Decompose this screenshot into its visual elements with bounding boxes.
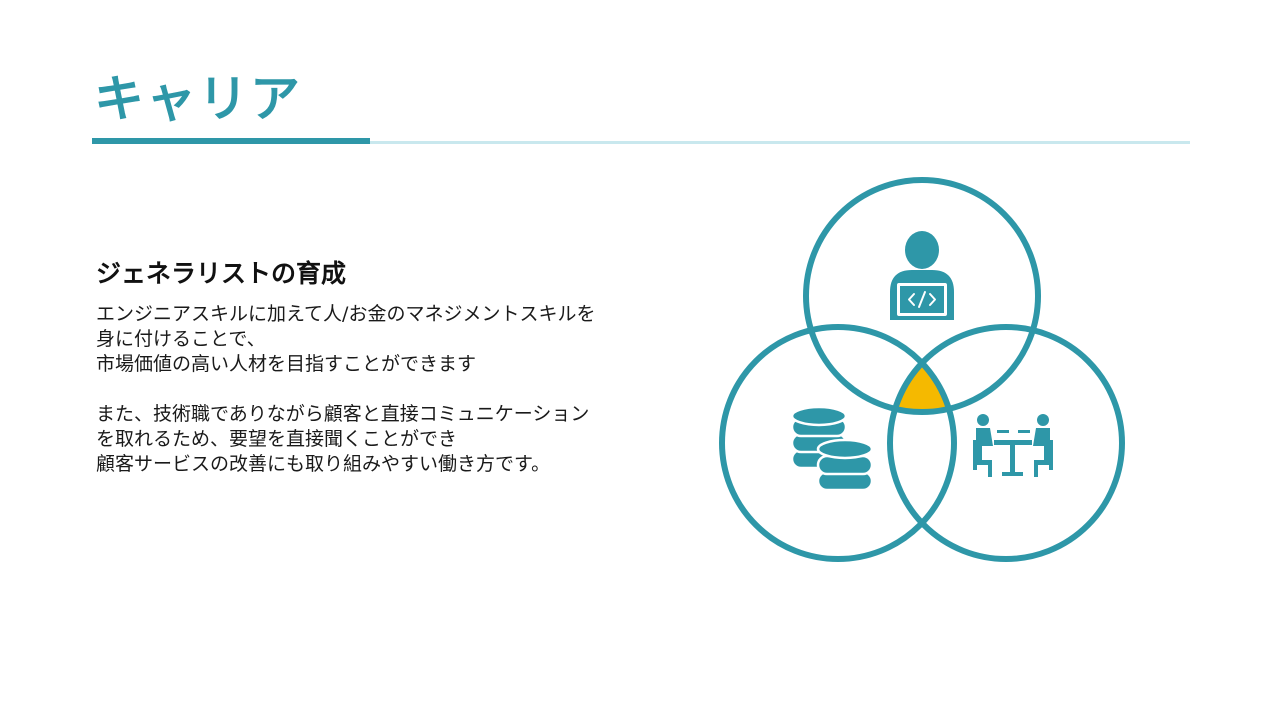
title-underline-rule <box>370 141 1190 144</box>
paragraph-line: を取れるため、要望を直接聞くことができ <box>96 428 458 450</box>
venn-diagram <box>719 177 1125 562</box>
meeting-table-icon <box>973 414 1053 477</box>
paragraph-customer: また、技術職でありながら顧客と直接コミュニケーション を取れるため、要望を直接聞… <box>96 402 696 477</box>
paragraph-line: 身に付けることで、 <box>96 328 266 350</box>
section-heading: ジェネラリストの育成 <box>96 259 347 288</box>
content-block: ジェネラリストの育成 エンジニアスキルに加えて人/お金のマネジメントスキルを 身… <box>96 254 696 477</box>
paragraph-line: 市場価値の高い人材を目指すことができます <box>96 353 477 375</box>
engineer-laptop-icon <box>890 231 954 320</box>
paragraph-line: 顧客サービスの改善にも取り組みやすい働き方です。 <box>96 453 551 475</box>
paragraph-line: エンジニアスキルに加えて人/お金のマネジメントスキルを <box>96 303 596 325</box>
paragraph-line: また、技術職でありながら顧客と直接コミュニケーション <box>96 403 590 425</box>
title-underline-accent <box>92 138 370 144</box>
slide-title: キャリア <box>94 70 302 128</box>
paragraph-skills: エンジニアスキルに加えて人/お金のマネジメントスキルを 身に付けることで、 市場… <box>96 302 696 377</box>
venn-circle-bottom-left <box>719 324 957 562</box>
venn-circle-bottom-right <box>887 324 1125 562</box>
venn-circle-top <box>803 177 1041 415</box>
coins-stack-icon <box>790 405 874 492</box>
